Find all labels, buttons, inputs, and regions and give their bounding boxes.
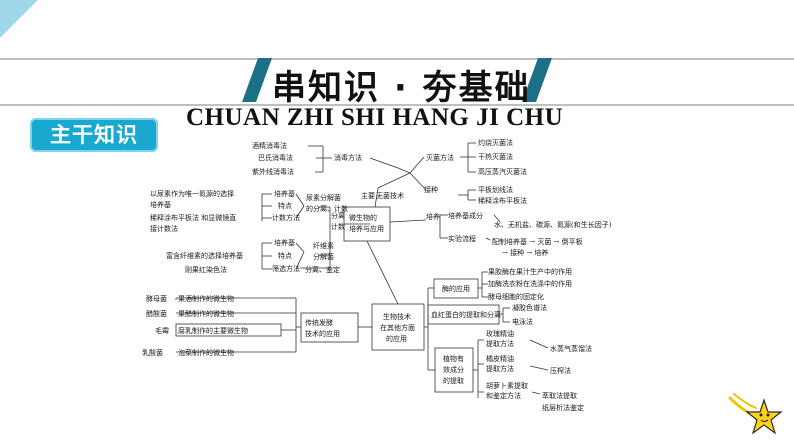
urea-count-text-2: 接计数法 — [150, 224, 178, 233]
orange-oil-2: 提取方法 — [486, 364, 514, 373]
enzyme-item-2: 加酶洗衣粉在洗涤中的作用 — [488, 279, 572, 288]
cellulose-medium-text: 富含纤维素的选择培养基 — [166, 251, 243, 260]
enzyme-item-1: 果胶酶在果汁生产中的作用 — [488, 267, 572, 276]
top-center-line-2: 培养与应用 — [349, 224, 384, 233]
urea-bacteria-2: 的分离、计数 — [306, 204, 348, 213]
product-wine: 果酒制作的微生物 — [178, 294, 234, 303]
product-pickle: 泡菜制作的微生物 — [178, 348, 234, 357]
carotene-2: 和鉴定方法 — [486, 391, 521, 400]
inoculation-item-2: 稀释涂布平板法 — [478, 196, 527, 205]
sterilize-method-label: 灭菌方法 — [426, 153, 454, 162]
cellulose-mid-3: 筛选方法 — [272, 264, 300, 273]
main-label: 主要 — [361, 191, 375, 200]
fermentation-line-2: 技术的应用 — [305, 329, 340, 338]
product-sufu: 腐乳制作的主要微生物 — [178, 326, 248, 335]
urea-mid-1: 培养基 — [274, 189, 295, 198]
separation-identification: 分离、鉴定 — [305, 265, 340, 274]
separation-count-2: 计数 — [331, 222, 345, 231]
cellulose-bacteria-1: 纤维素 — [313, 241, 334, 250]
urea-medium-text-2: 培养基 — [150, 200, 171, 209]
urea-medium-text-1: 以尿素作为唯一氮源的选择 — [150, 189, 234, 198]
medium-composition-desc: 水、无机盐、碳源、氮源(和生长因子) — [494, 220, 612, 229]
urea-mid-2: 特点 — [278, 201, 292, 210]
disinfect-item-3: 紫外线消毒法 — [252, 167, 294, 176]
congo-red-text: 刚果红染色法 — [185, 265, 227, 274]
sterilize-item-3: 高压蒸汽灭菌法 — [478, 167, 527, 176]
disinfect-item-2: 巴氏消毒法 — [258, 153, 293, 162]
sterilize-item-1: 灼烧灭菌法 — [478, 138, 513, 147]
urea-bacteria-1: 尿素分解菌 — [306, 193, 341, 202]
inoculation-item-1: 平板划线法 — [478, 185, 513, 194]
enzyme-item-3: 酵母细胞的固定化 — [488, 292, 544, 301]
plant-line-2: 效成分 — [443, 365, 464, 374]
carotene-method-1: 萃取法提取 — [542, 391, 577, 400]
rose-oil-2: 提取方法 — [486, 339, 514, 348]
enzyme-label: 酶的应用 — [442, 284, 470, 293]
procedure-step-2: → 接种 → 培养 — [502, 248, 548, 257]
center-line-1: 生物技术 — [383, 312, 411, 321]
fermentation-line-1: 传统发酵 — [305, 318, 333, 327]
plant-line-1: 植物有 — [443, 354, 464, 363]
procedure-label: 实验流程 — [448, 234, 476, 243]
procedure-step-1: 配制培养基 → 灭菌 → 倒平板 — [492, 237, 583, 246]
star-icon — [728, 392, 788, 442]
top-center-line-1: 微生物的 — [349, 213, 377, 222]
cellulose-mid-1: 培养基 — [274, 238, 295, 247]
cellulose-mid-2: 特点 — [278, 251, 292, 260]
rose-oil-1: 玫瑰精油 — [486, 329, 514, 338]
inoculation-label: 接种 — [424, 185, 438, 194]
disinfect-item-1: 酒精消毒法 — [252, 141, 287, 150]
organism-yeast: 酵母菌 — [146, 294, 167, 303]
hemoglobin-item-2: 电泳法 — [512, 317, 533, 326]
organism-lactobacillus: 乳酸菌 — [142, 348, 163, 357]
orange-oil-method: 压榨法 — [550, 366, 571, 375]
hemoglobin-label: 血红蛋白的提取和分离 — [431, 310, 501, 319]
aseptic-technique-label: 无菌技术 — [376, 191, 404, 200]
organism-mucor: 毛霉 — [155, 326, 169, 335]
center-line-2: 在其他方面 — [380, 323, 415, 332]
urea-mid-3: 计数方法 — [272, 213, 300, 222]
rose-oil-method: 水蒸气蒸馏法 — [550, 344, 592, 353]
urea-count-text-1: 稀释涂布平板法 和显微镜直 — [150, 213, 236, 222]
medium-composition-label: 培养基成分 — [448, 211, 483, 220]
orange-oil-1: 橘皮精油 — [486, 354, 514, 363]
organism-acetobacter: 醋酸菌 — [146, 309, 167, 318]
product-vinegar: 果醋制作的微生物 — [178, 309, 234, 318]
culture-label: 培养 — [426, 212, 440, 221]
disinfect-method-label: 消毒方法 — [334, 153, 362, 162]
carotene-method-2: 纸层析法鉴定 — [542, 403, 584, 412]
carotene-1: 胡萝卜素提取 — [486, 381, 528, 390]
hemoglobin-item-1: 凝胶色谱法 — [512, 303, 547, 312]
center-line-3: 的应用 — [386, 334, 407, 343]
cellulose-bacteria-2: 分解菌 — [313, 252, 334, 261]
sterilize-item-2: 干热灭菌法 — [478, 152, 513, 161]
plant-line-3: 的提取 — [443, 376, 464, 385]
